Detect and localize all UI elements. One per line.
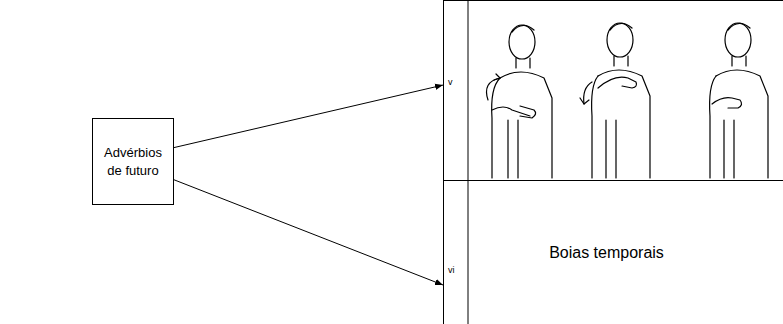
- node-box: Advérbios de futuro: [99, 144, 167, 179]
- column-divider: [468, 180, 469, 324]
- row-label: vi: [448, 265, 455, 275]
- column-divider: [468, 0, 469, 181]
- category-box: Advérbios de futuro: [92, 118, 174, 205]
- signer-figure: [710, 23, 768, 178]
- table-row: vi Boias temporais: [443, 180, 783, 324]
- signer-figure: [580, 23, 650, 178]
- arrow-connector: [174, 85, 443, 148]
- signer-figure: [487, 25, 553, 178]
- row-label: v: [448, 77, 453, 87]
- arrow-connector: [174, 180, 443, 285]
- table-row: v: [443, 0, 783, 181]
- row-text: Boias temporais: [469, 244, 783, 262]
